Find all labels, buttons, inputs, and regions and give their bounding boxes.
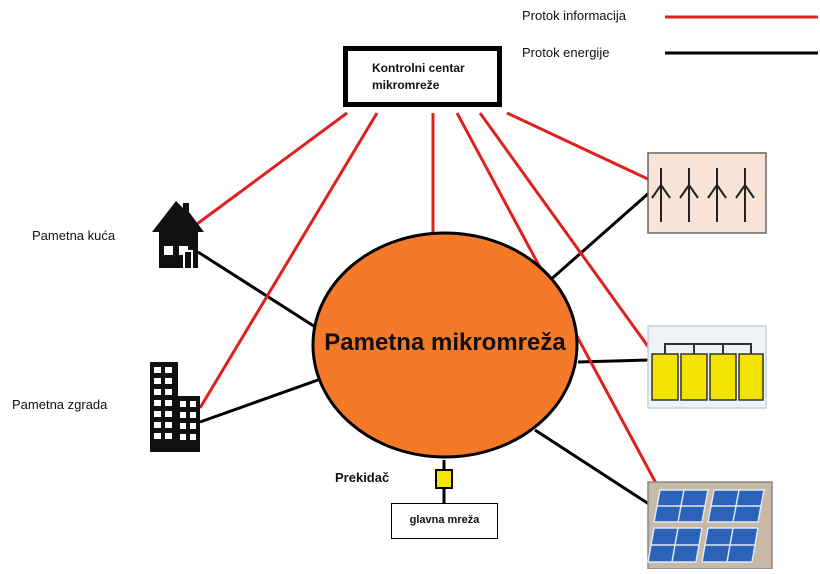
- smart-house-label: Pametna kuća: [32, 228, 116, 243]
- core-ellipse: [311, 231, 579, 459]
- info-line-wind: [506, 111, 651, 182]
- control-center-label: Kontrolni centar mikromreže: [372, 60, 465, 94]
- legend-energy-label: Protok energije: [522, 45, 610, 60]
- main-grid-label: glavna mreža: [409, 514, 480, 526]
- energy-line-solar: [534, 428, 656, 510]
- wind-turbines-icon: [647, 152, 767, 234]
- house-icon: [152, 201, 204, 268]
- energy-line-building: [199, 378, 319, 424]
- main-grid-box: glavna mreža: [391, 503, 498, 539]
- smart-building-label: Pametna zgrada: [12, 397, 108, 412]
- control-center-box: Kontrolni centar mikromreže: [343, 46, 502, 107]
- battery-storage-icon: [647, 325, 767, 409]
- control-center-line2: mikromreže: [372, 78, 440, 92]
- info-line-building: [198, 112, 379, 409]
- info-line-battery: [478, 112, 654, 353]
- building-windows: [154, 367, 196, 440]
- core-label: Pametna mikromreža: [324, 329, 566, 356]
- energy-line-house: [197, 250, 321, 332]
- switch-label: Prekidač: [335, 470, 390, 485]
- control-center-line1: Kontrolni centar: [372, 61, 465, 75]
- switch-icon: [435, 469, 453, 489]
- info-line-house: [196, 111, 348, 226]
- solar-panels-icon: [647, 481, 773, 570]
- legend-info-label: Protok informacija: [522, 8, 627, 23]
- energy-line-wind: [547, 190, 651, 284]
